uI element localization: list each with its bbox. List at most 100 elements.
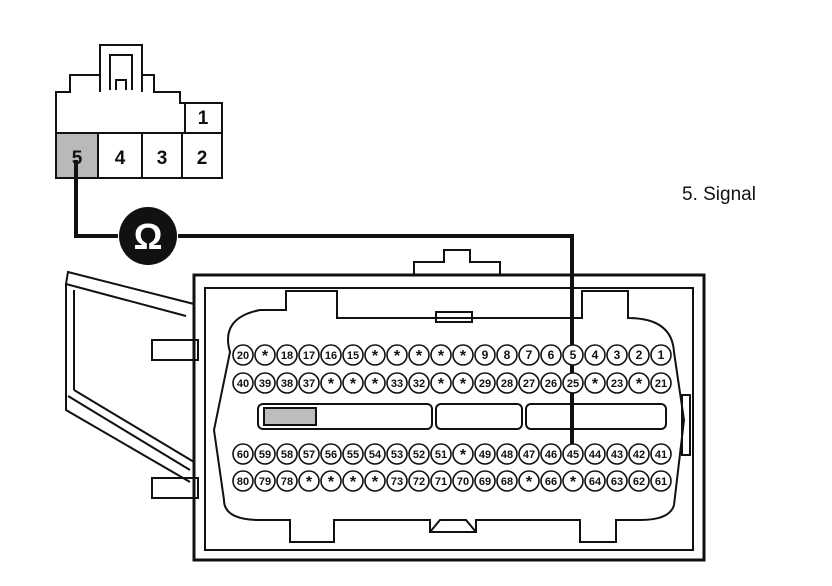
ecu-pin-1-18 [606,344,628,366]
sensor-pin-4: 4 [115,148,126,169]
ecu-pin-label: * [570,474,577,491]
ecu-pin-label: * [460,348,467,365]
ecu-pin-label: 58 [281,449,293,461]
ohmmeter-symbol: Ω [119,207,177,265]
ecu-pin-1-15 [540,344,562,366]
ecu-pin-2-19 [628,372,650,394]
ecu-pin-4-20 [650,470,672,492]
ecu-pin-4-11 [452,470,474,492]
ecu-connector [64,249,706,562]
ecu-pin-3-7 [364,443,386,465]
ecu-pin-label: 32 [413,378,425,390]
ecu-pin-3-14 [518,443,540,465]
ecu-pin-1-16 [562,344,584,366]
ecu-pin-3-20 [650,443,672,465]
ecu-pin-label: * [372,348,379,365]
ecu-pin-2-6 [342,372,364,394]
ecu-pin-1-7 [364,344,386,366]
ecu-pin-label: 42 [633,449,645,461]
sensor-pin-5: 5 [72,148,83,169]
ecu-pin-label: 33 [391,378,403,390]
sensor-pin-3: 3 [157,148,168,169]
ecu-pin-label: 7 [526,348,533,362]
sensor-connector [55,44,223,179]
ecu-pin-2-17 [584,372,606,394]
ecu-pin-4-8 [386,470,408,492]
ecu-pin-label: 29 [479,378,491,390]
ohm-icon: Ω [134,216,163,257]
ecu-pin-1-11 [452,344,474,366]
ecu-pin-2-10 [430,372,452,394]
ecu-pin-label: 61 [655,476,667,488]
ecu-pin-3-18 [606,443,628,465]
ecu-pin-label: 49 [479,449,491,461]
ecu-pin-label: 21 [655,378,667,390]
ecu-pin-label: 6 [548,348,555,362]
ecu-pin-label: 18 [281,350,293,362]
ecu-pin-4-6 [342,470,364,492]
ecu-pin-label: 2 [636,348,643,362]
ecu-pin-2-8 [386,372,408,394]
ecu-pin-4-13 [496,470,518,492]
ecu-pin-4-19 [628,470,650,492]
ecu-pin-3-15 [540,443,562,465]
ecu-pin-label: 53 [391,449,403,461]
ecu-pin-1-14 [518,344,540,366]
ecu-pin-2-1 [232,372,254,394]
ecu-pin-4-15 [540,470,562,492]
ecu-pin-label: * [350,376,357,393]
ecu-pin-label: 78 [281,476,293,488]
ecu-pin-4-7 [364,470,386,492]
ecu-pin-label: 52 [413,449,425,461]
lead-left [74,160,118,238]
ecu-pin-label: 15 [347,350,359,362]
ecu-pin-label: * [372,376,379,393]
ecu-pin-3-8 [386,443,408,465]
ecu-pin-1-13 [496,344,518,366]
ecu-pin-label: 47 [523,449,535,461]
ecu-pin-label: 45 [567,449,579,461]
ecu-pin-3-1 [232,443,254,465]
ecu-pin-label: 43 [611,449,623,461]
ecu-pin-3-16 [562,443,584,465]
ecu-pin-2-7 [364,372,386,394]
ecu-pin-2-5 [320,372,342,394]
ecu-pin-2-13 [496,372,518,394]
sensor-pin-2: 2 [197,148,208,169]
ecu-pin-label: 46 [545,449,557,461]
ecu-pin-2-11 [452,372,474,394]
sensor-pin-labels: 1 5 4 3 2 [72,108,209,169]
ecu-pin-2-3 [276,372,298,394]
ecu-pin-1-17 [584,344,606,366]
ecu-pin-3-2 [254,443,276,465]
ecu-pin-label: 44 [589,449,602,461]
ecu-pin-label: 73 [391,476,403,488]
sensor-pin-1: 1 [198,108,209,129]
ecu-pin-label: * [460,447,467,464]
ecu-pin-label: 3 [614,348,621,362]
ecu-pin-label: * [416,348,423,365]
ecu-pin-label: 23 [611,378,623,390]
ecu-pin-label: 27 [523,378,535,390]
ecu-pin-1-9 [408,344,430,366]
ecu-pin-label: 40 [237,378,249,390]
ecu-pin-1-1 [232,344,254,366]
ecu-pin-label: 20 [237,350,249,362]
ecu-pin-1-4 [298,344,320,366]
ecu-pin-label: 57 [303,449,315,461]
ecu-pin-4-18 [606,470,628,492]
ecu-pin-3-17 [584,443,606,465]
ecu-pin-4-12 [474,470,496,492]
ecu-pin-3-19 [628,443,650,465]
ecu-pin-label: 63 [611,476,623,488]
ecu-pin-4-10 [430,470,452,492]
ecu-pin-label: 60 [237,449,249,461]
ecu-pin-label: 80 [237,476,249,488]
ecu-pin-3-13 [496,443,518,465]
ecu-pin-label: 37 [303,378,315,390]
ecu-pin-label: 72 [413,476,425,488]
ecu-pin-1-19 [628,344,650,366]
ecu-pin-3-3 [276,443,298,465]
ecu-pin-label: * [636,376,643,393]
